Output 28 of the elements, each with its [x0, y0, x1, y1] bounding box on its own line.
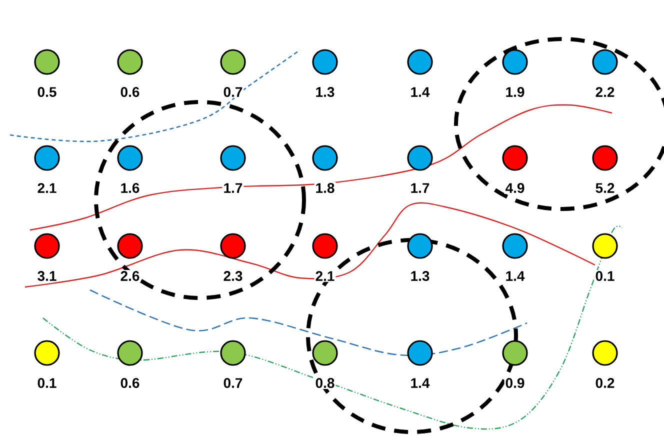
- value-label: 1.7: [409, 182, 431, 194]
- value-label: 0.2: [594, 377, 616, 389]
- value-label: 1.4: [409, 86, 431, 98]
- value-label: 1.3: [314, 86, 336, 98]
- value-label: 0.1: [36, 377, 58, 389]
- value-label: 1.9: [504, 86, 526, 98]
- value-label: 1.7: [222, 182, 244, 194]
- value-label: 2.1: [36, 182, 58, 194]
- value-label: 2.6: [119, 270, 141, 282]
- value-label: 0.1: [594, 270, 616, 282]
- value-label: 0.6: [119, 377, 141, 389]
- value-label: 2.1: [314, 270, 336, 282]
- value-label: 5.2: [594, 182, 616, 194]
- value-label: 1.6: [119, 182, 141, 194]
- value-label: 2.2: [594, 86, 616, 98]
- value-label: 0.8: [314, 377, 336, 389]
- value-label: 2.3: [222, 270, 244, 282]
- value-label: 1.3: [409, 270, 431, 282]
- value-label: 0.5: [36, 86, 58, 98]
- value-label: 1.4: [409, 377, 431, 389]
- value-label: 0.9: [504, 377, 526, 389]
- value-label: 3.1: [36, 270, 58, 282]
- value-label: 0.6: [119, 86, 141, 98]
- value-label: 1.8: [314, 182, 336, 194]
- value-label: 0.7: [222, 86, 244, 98]
- value-label: 1.4: [504, 270, 526, 282]
- value-label: 0.7: [222, 377, 244, 389]
- value-label: 4.9: [504, 182, 526, 194]
